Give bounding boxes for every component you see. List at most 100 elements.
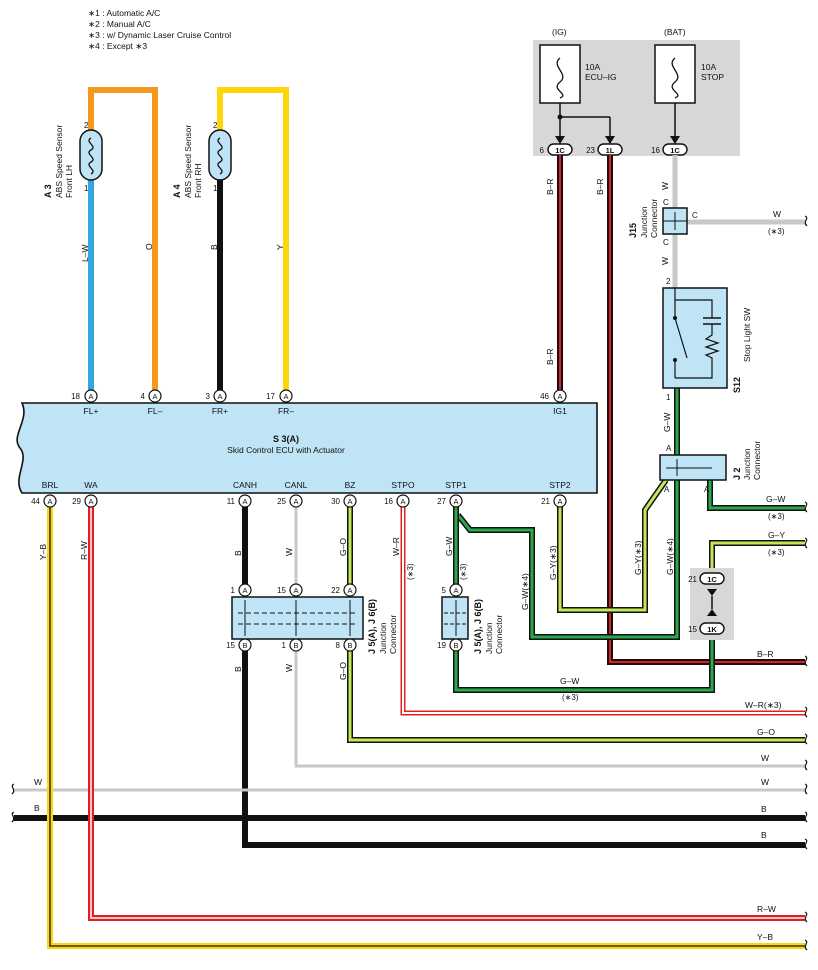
junction-j5-large-body <box>231 596 364 640</box>
stop-sw-pin-top: 2 <box>666 277 671 286</box>
ecu-pin-44-number: 44 <box>31 497 40 506</box>
label-stpo-star: (∗3) <box>406 563 415 580</box>
wire-labels: L–W O B Y B–R B–R B–R W W C C C W (∗3) G… <box>34 178 785 813</box>
notes-legend: ∗1 : Automatic A/C ∗2 : Manual A/C ∗3 : … <box>88 8 231 51</box>
svg-text:A: A <box>242 586 247 595</box>
j5-large-pin-bottom-1-number: 1 <box>282 641 287 650</box>
pin-1k-15: 1K <box>699 622 725 635</box>
ecu-pin-11-number: 11 <box>227 497 236 506</box>
junction-j5-j6-large: A 1 A 15 A 22 B 15 B 1 B 8 J 5(A), J 6(B… <box>226 583 398 654</box>
wire-b-canh <box>242 650 805 848</box>
right-label-w1: W <box>761 753 769 763</box>
break-mark-icon <box>804 733 808 745</box>
j2-pin-bottom-right: A <box>704 485 710 494</box>
label-sw-gw: G–W <box>662 413 672 432</box>
j5-small-pin-bottom-19: B <box>449 638 463 652</box>
junction-j2: A A A J 2 Junction Connector <box>659 441 762 494</box>
svg-text:A: A <box>293 497 298 506</box>
fuse-ig-supply: (IG) <box>552 27 567 37</box>
label-yb: Y–B <box>38 544 48 560</box>
junction-j5-large-line2: Connector <box>388 615 398 654</box>
sensor-a4-line2: Front RH <box>193 164 203 198</box>
ecu-pin-label-stp1: STP1 <box>445 480 467 490</box>
label-w1: W <box>660 182 670 190</box>
ecu-pin-label-wa: WA <box>84 480 98 490</box>
ecu-pin-46: A <box>553 389 567 403</box>
svg-text:1C: 1C <box>670 146 680 155</box>
ecu-pin-18: A <box>84 389 98 403</box>
svg-text:A: A <box>242 497 247 506</box>
note-4: ∗4 : Except ∗3 <box>88 41 147 51</box>
svg-text:A: A <box>152 392 157 401</box>
label-y: Y <box>275 244 285 250</box>
right-label-b1: B <box>761 804 767 814</box>
label-left-w: W <box>34 777 42 787</box>
break-mark-icon <box>804 783 808 795</box>
sensor-a3-line2: Front LH <box>64 165 74 198</box>
svg-text:1L: 1L <box>606 146 615 155</box>
ecu-pin-21-number: 21 <box>541 497 550 506</box>
ecu-bottom-pins: A 44 A 29 A 11 A 25 A 30 A 16 A 27 A 21 <box>31 494 567 508</box>
note-1: ∗1 : Automatic A/C <box>88 8 160 18</box>
ecu-pin-16: A <box>396 494 410 508</box>
ecu-pin-17-number: 17 <box>266 392 275 401</box>
fuse-stop-rating: 10A <box>701 62 716 72</box>
svg-text:A: A <box>88 497 93 506</box>
skid-control-ecu: S 3(A) Skid Control ECU with Actuator FL… <box>16 402 598 494</box>
junction-j5-large-line1: Junction <box>378 622 388 654</box>
label-gy-right: G–Y <box>768 530 785 540</box>
ecu-pin-label-fr-minus: FR– <box>278 406 294 416</box>
break-mark-icon <box>804 939 808 951</box>
pin-1c-ig-number: 6 <box>540 146 545 155</box>
j5-large-pin-top-1: A <box>238 583 252 597</box>
junction-j5-large-id: J 5(A), J 6(B) <box>367 599 377 654</box>
wire-o <box>88 87 158 392</box>
label-j2-right-star: (∗3) <box>768 512 785 521</box>
label-c-left: C <box>663 198 669 207</box>
ecu-pin-label-fl-minus: FL– <box>148 406 163 416</box>
ecu-pin-label-bz: BZ <box>345 480 356 490</box>
break-mark-icon <box>804 501 808 513</box>
junction-j5-j6-small: A 5 B 19 J 5(A), J 6(B) Junction Connect… <box>437 583 504 654</box>
svg-text:A: A <box>557 392 562 401</box>
pin-1c-21: 1C <box>699 572 725 585</box>
svg-text:1K: 1K <box>707 625 717 634</box>
junction-j5-small-line1: Junction <box>484 622 494 654</box>
break-mark-icon <box>804 911 808 923</box>
ecu-pin-4-number: 4 <box>141 392 146 401</box>
label-bz-go: G–O <box>338 538 348 556</box>
label-bottom-gw: G–W <box>560 676 579 686</box>
ecu-pin-27: A <box>449 494 463 508</box>
ecu-pin-3-number: 3 <box>206 392 211 401</box>
ecu-pin-3: A <box>213 389 227 403</box>
arrow-up-icon <box>707 609 717 616</box>
j5-small-pin-bottom-19-number: 19 <box>437 641 446 650</box>
junction-j15-id: J15 <box>628 223 638 238</box>
label-s3-star: (∗3) <box>768 227 785 236</box>
note-2: ∗2 : Manual A/C <box>88 19 151 29</box>
ecu-pin-21: A <box>553 494 567 508</box>
j5-large-pin-top-1-number: 1 <box>231 586 236 595</box>
stop-sw-id: S12 <box>732 377 742 393</box>
j5-large-pin-bottom-8: B <box>343 638 357 652</box>
junction-j2-line2: Connector <box>752 441 762 480</box>
svg-text:A: A <box>347 586 352 595</box>
right-label-yb: Y–B <box>757 932 773 942</box>
label-gw4-left: G–W(∗4) <box>520 573 530 610</box>
coil-icon <box>217 137 223 175</box>
ecu-pin-18-number: 18 <box>71 392 80 401</box>
sensor-a4: 2 1 A 4 ABS Speed Sensor Front RH <box>172 121 232 198</box>
j5-large-pin-top-22-number: 22 <box>331 586 340 595</box>
j5-small-pin-top-5: A <box>449 583 463 597</box>
junction-j15-line2: Connector <box>649 199 659 238</box>
ecu-pin-25-number: 25 <box>277 497 286 506</box>
junction-j2-line1: Junction <box>742 448 752 480</box>
svg-text:A: A <box>47 497 52 506</box>
fuse-ecu-ig-name: ECU–IG <box>585 72 617 82</box>
fuse-ecu-ig <box>539 44 581 104</box>
j5-large-pin-bottom-1: B <box>289 638 303 652</box>
junction-j5-small-line2: Connector <box>494 615 504 654</box>
wire-yb <box>49 506 805 947</box>
stop-sw-name: Stop Light SW <box>742 308 752 362</box>
